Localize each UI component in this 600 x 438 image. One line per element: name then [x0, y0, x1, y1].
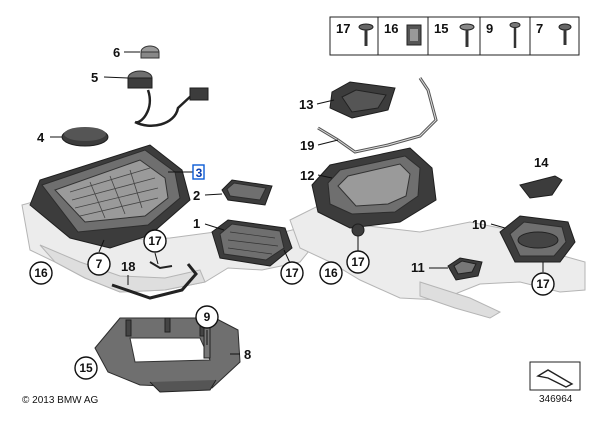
- console-lid-part: [311, 147, 437, 237]
- circle-label-17-mid: 17: [280, 261, 304, 285]
- label-part-1: 1: [193, 216, 200, 231]
- label-part-17: 17: [351, 255, 365, 269]
- cover-piece-part: [519, 175, 563, 199]
- small-tray-part: [221, 179, 273, 206]
- label-part-17: 17: [148, 234, 162, 248]
- cup-holder-part: [499, 215, 576, 263]
- label-part-17: 17: [536, 277, 550, 291]
- label-part-2: 2: [193, 188, 200, 203]
- round-cover-part: [61, 127, 109, 147]
- circle-label-15: 15: [74, 356, 98, 380]
- label-part-3[interactable]: 3: [196, 166, 203, 180]
- clip-icon: [406, 24, 422, 46]
- orientation-icon: [529, 361, 581, 391]
- circle-label-17-left: 17: [143, 229, 167, 253]
- screw-icon: [358, 23, 374, 46]
- small-insert-part: [447, 257, 483, 281]
- circle-label-17-center: 17: [346, 250, 370, 274]
- label-part-15: 15: [79, 361, 93, 375]
- tapping-screw-icon: [509, 22, 521, 48]
- copyright-text: © 2013 BMW AG: [22, 395, 99, 406]
- chrome-trim-part: [317, 77, 438, 154]
- leader-lines: [50, 51, 544, 355]
- base-carrier-part: [94, 317, 241, 393]
- fastener-label-15: 15: [434, 21, 448, 36]
- label-part-12: 12: [300, 168, 314, 183]
- label-part-9: 9: [204, 310, 211, 324]
- screw-small-icon: [558, 23, 572, 45]
- label-part-4: 4: [37, 130, 45, 145]
- label-part-19: 19: [300, 138, 314, 153]
- label-part-13: 13: [299, 97, 313, 112]
- circle-label-17-right: 17: [531, 272, 555, 296]
- storage-compartment-part: [329, 81, 396, 119]
- label-part-18: 18: [121, 259, 135, 274]
- label-part-7: 7: [96, 257, 103, 271]
- label-part-11: 11: [411, 260, 425, 275]
- highlight-box-part-3: [192, 164, 205, 180]
- label-part-17: 17: [285, 266, 299, 280]
- circle-label-16-right: 16: [319, 261, 343, 285]
- switch-cluster-part: [211, 219, 293, 267]
- label-part-6: 6: [113, 45, 120, 60]
- circle-label-9: 9: [195, 305, 219, 329]
- diagram-number: 346964: [539, 394, 573, 405]
- circle-label-7-left: 7: [87, 252, 111, 276]
- label-part-16: 16: [324, 266, 338, 280]
- bolt-icon: [459, 23, 475, 47]
- fastener-label-7: 7: [536, 21, 543, 36]
- power-socket-part: [127, 45, 209, 127]
- fastener-table: 17 16 15 9 7: [329, 16, 580, 56]
- fastener-label-9: 9: [486, 21, 493, 36]
- label-part-10: 10: [472, 217, 486, 232]
- fastener-label-17: 17: [336, 21, 350, 36]
- label-part-5: 5: [91, 70, 98, 85]
- fastener-label-16: 16: [384, 21, 398, 36]
- circle-label-16-left: 16: [29, 261, 53, 285]
- label-part-14: 14: [534, 155, 549, 170]
- label-part-8: 8: [244, 347, 251, 362]
- label-part-16: 16: [34, 266, 48, 280]
- trim-strip-part: [111, 261, 198, 300]
- armrest-tray-part: [29, 144, 191, 249]
